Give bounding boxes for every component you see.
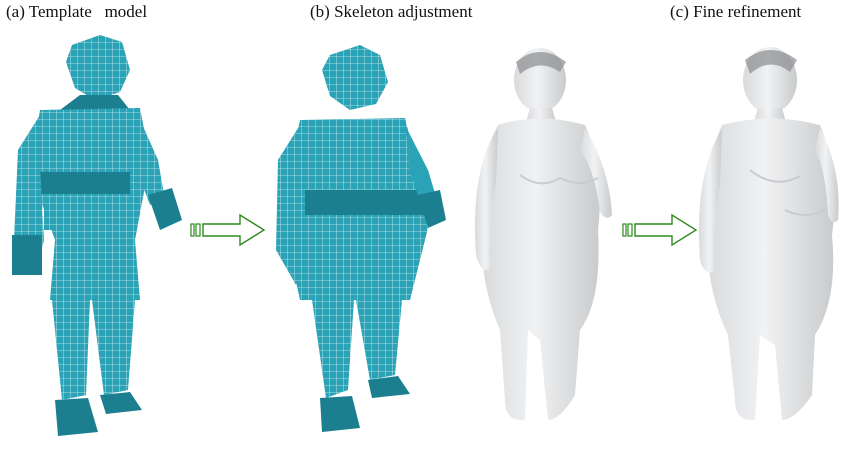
template-model-figure	[12, 35, 182, 436]
arrow-right-icon	[191, 215, 264, 245]
skeleton-adjustment-figure	[276, 45, 446, 432]
refined-body-figure-right	[699, 47, 839, 420]
refined-body-figure-left	[475, 48, 612, 420]
arrow-right-icon	[623, 215, 696, 245]
